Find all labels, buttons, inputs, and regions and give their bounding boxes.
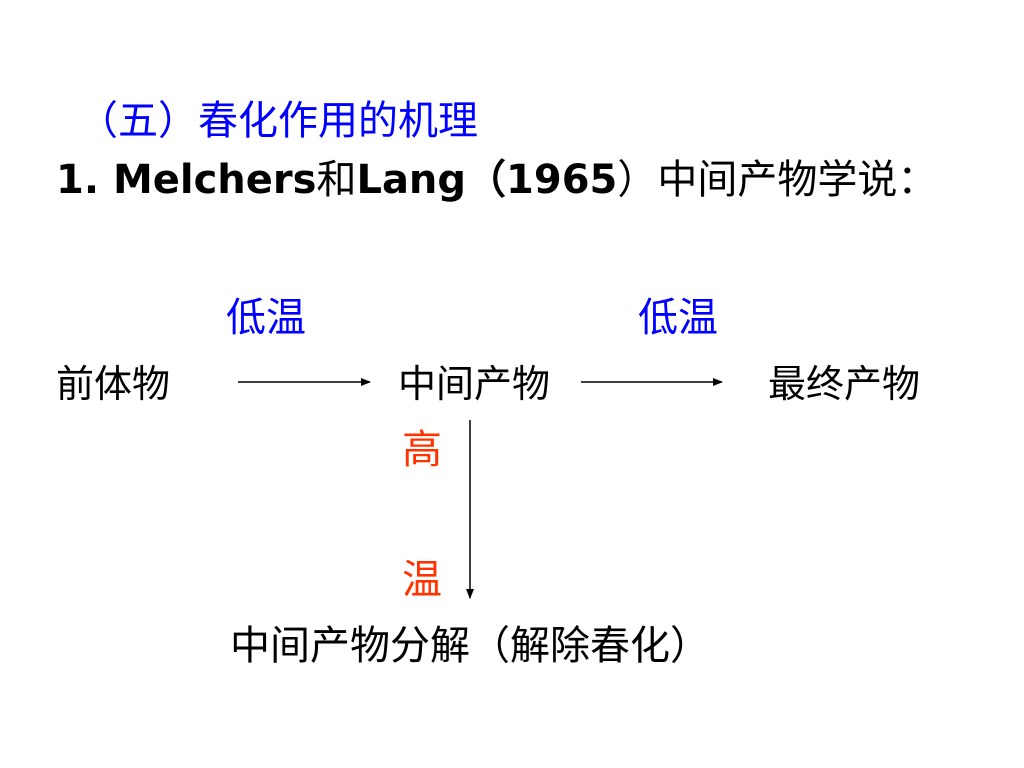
condition-low-temp-2: 低温	[638, 295, 718, 341]
section-title: （五）春化作用的机理	[78, 98, 478, 144]
subtitle-prefix: 1. Melchers	[56, 157, 317, 203]
subtitle: 1. Melchers和Lang（1965）中间产物学说：	[56, 160, 937, 200]
node-precursor: 前体物	[56, 362, 171, 406]
node-final: 最终产物	[768, 362, 921, 406]
node-decomposition: 中间产物分解（解除春化）	[230, 623, 710, 669]
node-intermediate: 中间产物	[398, 362, 551, 406]
subtitle-suffix: ）中间产物学说：	[617, 157, 938, 203]
subtitle-mid2: Lang（1965	[356, 157, 618, 203]
condition-high: 高	[402, 427, 442, 473]
condition-low-temp-1: 低温	[226, 295, 306, 341]
subtitle-mid1: 和	[316, 157, 357, 203]
condition-temp: 温	[402, 557, 442, 603]
